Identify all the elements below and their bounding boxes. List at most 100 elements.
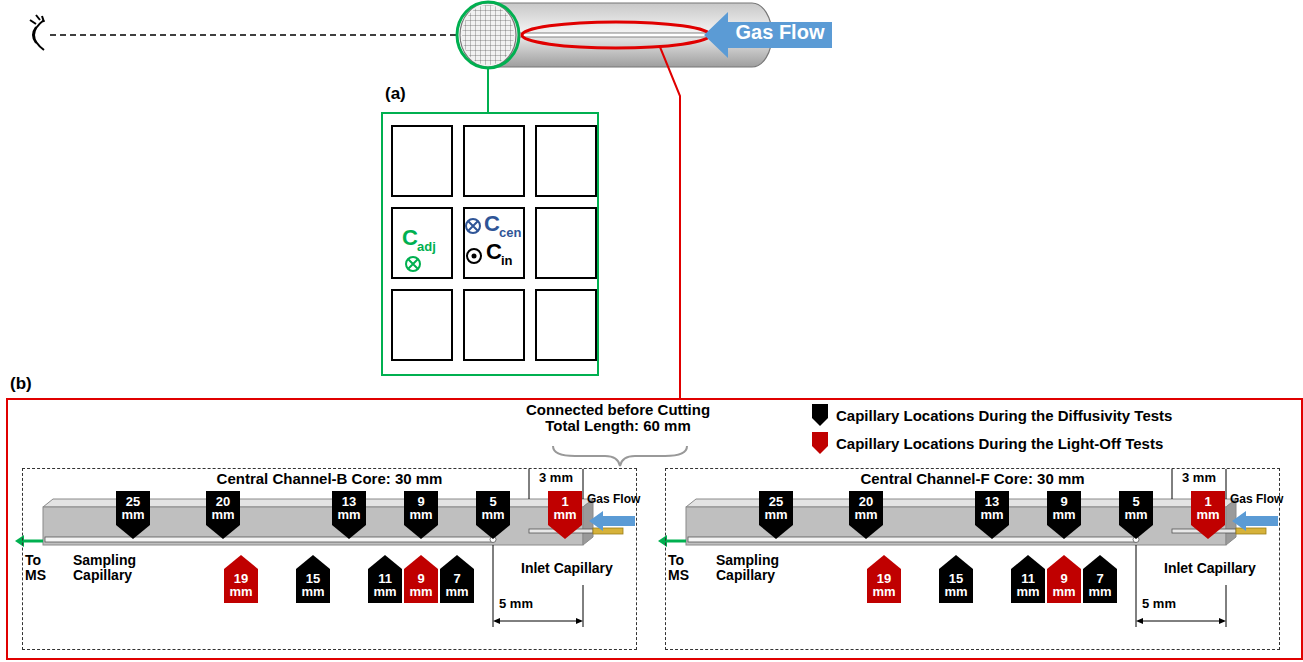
- part-name: To MS: [25, 553, 55, 582]
- capillary-marker: 1 mm: [1191, 491, 1225, 539]
- note: Connected before Cutting Total Length: 6…: [513, 402, 723, 434]
- part-name: Sampling Capillary: [716, 553, 796, 582]
- capillary-position: 1 mm: [1194, 491, 1222, 521]
- marker-outline: [1191, 491, 1225, 539]
- subscript: in: [501, 254, 513, 268]
- flow-label: Gas Flow: [728, 22, 832, 43]
- concentration-symbol: C: [402, 226, 418, 249]
- capillary-position: 11 mm: [371, 555, 399, 598]
- part-name: Inlet Capillary: [521, 561, 613, 576]
- marker-outline: [939, 555, 973, 603]
- marker-outline: [1011, 555, 1045, 603]
- marker-outline: [404, 491, 438, 539]
- monolith-face: [460, 3, 516, 67]
- marker-outline: [404, 555, 438, 603]
- capillary-position: 15 mm: [942, 555, 970, 598]
- channel-highlight: [522, 22, 710, 48]
- capillary-position: 9 mm: [1050, 555, 1078, 598]
- capillary-marker: 13 mm: [975, 491, 1009, 539]
- leader-line: [487, 68, 489, 112]
- capillary-position: 25 mm: [762, 491, 790, 521]
- channel-cells: [392, 126, 596, 360]
- capillary-marker: 9 mm: [404, 491, 438, 539]
- sight-line: [50, 34, 458, 36]
- capillary-position: 20 mm: [209, 491, 237, 521]
- marker-outline: [476, 491, 510, 539]
- into-page-symbol: [466, 219, 480, 233]
- capillary-position: 13 mm: [335, 491, 363, 521]
- capillary-marker: 19 mm: [867, 555, 901, 603]
- capillary-marker: 7 mm: [1083, 555, 1117, 603]
- leader-line: [660, 47, 680, 398]
- capillary-position: 19 mm: [227, 555, 255, 598]
- marker-outline: [206, 491, 240, 539]
- dimension: 3 mm: [1172, 471, 1226, 485]
- capillary-marker: 15 mm: [939, 555, 973, 603]
- brace: [553, 446, 687, 466]
- panel-label: (a): [385, 84, 406, 104]
- legend-swatch: [812, 404, 828, 426]
- marker-outline: [1083, 555, 1117, 603]
- panel-label: (b): [10, 374, 32, 394]
- legend-text: Capillary Locations During the Diffusivi…: [836, 407, 1172, 424]
- marker-outline: [1047, 555, 1081, 603]
- marker-outline: [116, 491, 150, 539]
- marker-outline: [332, 491, 366, 539]
- part-name: Sampling Capillary: [73, 553, 153, 582]
- dimension: 5 mm: [1142, 597, 1176, 611]
- capillary-marker: 5 mm: [476, 491, 510, 539]
- capillary-position: 9 mm: [407, 555, 435, 598]
- dimension: 5 mm: [499, 597, 533, 611]
- capillary-position: 13 mm: [978, 491, 1006, 521]
- concentration-symbol: C: [486, 240, 502, 263]
- capillary-position: 5 mm: [1122, 491, 1150, 521]
- capillary-position: 7 mm: [443, 555, 471, 598]
- capillary-position: 9 mm: [1050, 491, 1078, 521]
- capillary-marker: 7 mm: [440, 555, 474, 603]
- marker-outline: [867, 555, 901, 603]
- flow-label: Gas Flow: [1230, 493, 1283, 506]
- capillary-position: 20 mm: [852, 491, 880, 521]
- capillary-marker: 9 mm: [404, 555, 438, 603]
- capillary-position: 5 mm: [479, 491, 507, 521]
- marker-outline: [296, 555, 330, 603]
- gas-flow-arrow: [704, 12, 832, 58]
- concentration-symbol: C: [484, 212, 500, 235]
- legend-swatch-box: [812, 404, 828, 426]
- capillary-position: 19 mm: [870, 555, 898, 598]
- marker-outline: [440, 555, 474, 603]
- capillary-marker: 25 mm: [116, 491, 150, 539]
- capillary-marker: 19 mm: [224, 555, 258, 603]
- subscript: cen: [499, 226, 521, 240]
- legend-text: Capillary Locations During the Light-Off…: [836, 435, 1163, 452]
- core-sample: 25 mm 20 mm 13 mm 9 mm 5 mm 1 mm 19 mm 15 mm 11 …: [665, 468, 1280, 650]
- core-illustration: [15, 469, 635, 627]
- capillary-marker: 5 mm: [1119, 491, 1153, 539]
- capillary-position: 11 mm: [1014, 555, 1042, 598]
- marker-outline: [368, 555, 402, 603]
- capillary-marker: 11 mm: [1011, 555, 1045, 603]
- capillary-marker: 20 mm: [206, 491, 240, 539]
- part-name: To MS: [668, 553, 698, 582]
- marker-outline: [1047, 491, 1081, 539]
- inset-box: (a)CadjCcenCin: [381, 112, 599, 376]
- marker-outline: [224, 555, 258, 603]
- legend-swatch-box: [812, 432, 828, 454]
- channel-grid: [460, 3, 516, 67]
- capillary-position: 9 mm: [407, 491, 435, 521]
- eye-symbol: [30, 15, 44, 50]
- capillary-marker: 25 mm: [759, 491, 793, 539]
- flow-label: Gas Flow: [587, 493, 640, 506]
- core-illustration: [658, 469, 1278, 627]
- capillary-position: 15 mm: [299, 555, 327, 598]
- central-channel: [520, 33, 712, 37]
- capillary-marker: 15 mm: [296, 555, 330, 603]
- capillary-marker: 13 mm: [332, 491, 366, 539]
- legend-swatch: [812, 432, 828, 454]
- capillary-marker: 9 mm: [1047, 491, 1081, 539]
- marker-outline: [548, 491, 582, 539]
- part-name: Inlet Capillary: [1164, 561, 1256, 576]
- dimension: 3 mm: [529, 471, 583, 485]
- capillary-position: 1 mm: [551, 491, 579, 521]
